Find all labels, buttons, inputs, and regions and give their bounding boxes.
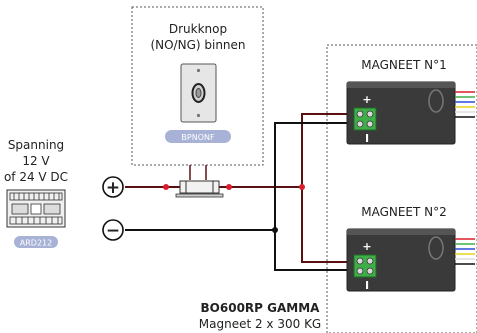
magnet2-plus: + — [362, 240, 371, 253]
pushbutton-icon — [180, 63, 217, 123]
magnet1-label: MAGNEET N°1 — [361, 58, 447, 72]
magnet2-terminal-block — [353, 254, 377, 278]
positive-wires — [125, 113, 356, 263]
power-supply-tag — [14, 236, 58, 248]
magnet2-label: MAGNEET N°2 — [361, 205, 447, 219]
magnet1-plus: + — [362, 93, 371, 106]
product-model: BO600RP GAMMA — [201, 301, 321, 315]
product-description: Magneet 2 x 300 KG — [199, 317, 321, 331]
pushbutton-tag — [165, 130, 231, 143]
power-label-line2: 12 V — [22, 154, 50, 168]
magnet2-device — [346, 228, 475, 292]
power-label-line3: of 24 V DC — [4, 170, 68, 184]
power-supply-icon — [6, 189, 66, 228]
junction-negative-split — [272, 227, 278, 233]
pushbutton-leads — [189, 165, 207, 180]
negative-terminal — [102, 219, 124, 241]
magnet-box — [326, 44, 477, 333]
magnet2-minus: I — [365, 279, 369, 292]
magnet1-minus: I — [365, 132, 369, 145]
junction-positive-split — [299, 184, 305, 190]
power-supply-tag-label: ARD212 — [20, 239, 52, 248]
pushbutton-title-line2: (NO/NG) binnen — [150, 38, 245, 52]
pushbutton-tag-label: BPNONF — [181, 133, 215, 142]
negative-wires — [125, 122, 356, 271]
junction-positive-left — [163, 184, 169, 190]
fuse-icon — [175, 180, 224, 198]
positive-terminal-symbol: + — [106, 178, 120, 198]
junction-positive-right — [226, 184, 232, 190]
power-label-line1: Spanning — [8, 138, 64, 152]
magnet1-terminal-block — [353, 107, 377, 131]
magnet1-device — [346, 81, 475, 145]
pushbutton-box — [131, 6, 264, 166]
positive-terminal — [102, 176, 124, 198]
negative-terminal-symbol: − — [106, 221, 120, 241]
pushbutton-title-line1: Drukknop — [169, 22, 227, 36]
